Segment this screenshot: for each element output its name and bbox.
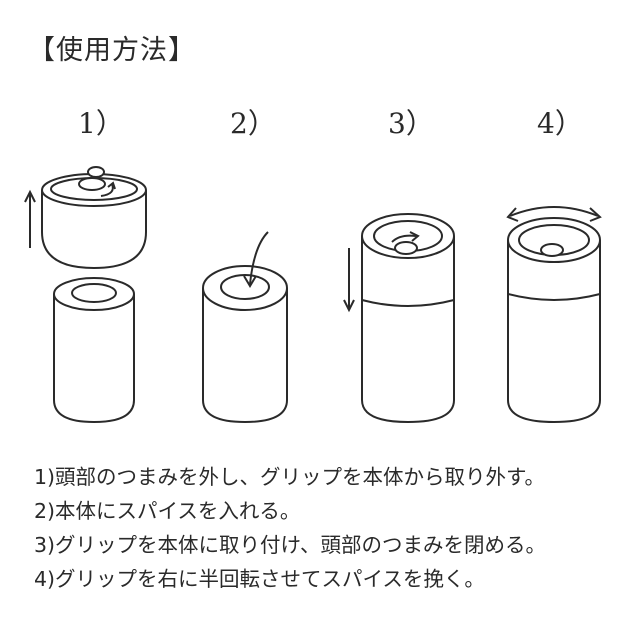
assembled-grinder — [507, 217, 601, 424]
step-number-4: 4） — [537, 107, 583, 140]
step-number-2: 2） — [230, 107, 276, 140]
step-3-illustration — [343, 213, 455, 424]
step-number-3: 3） — [388, 107, 434, 140]
top-knob — [78, 166, 116, 197]
instruction-3: 3)グリップを本体に取り付け、頭部のつまみを閉める。 — [34, 533, 547, 557]
top-knob — [540, 243, 564, 257]
instruction-2: 2)本体にスパイスを入れる。 — [34, 499, 301, 523]
instruction-4: 4)グリップを右に半回転させてスパイスを挽く。 — [34, 567, 485, 591]
body-part — [202, 265, 288, 424]
step-2-illustration — [202, 231, 288, 424]
top-knob — [391, 231, 420, 255]
step-number-1: 1） — [78, 107, 124, 140]
up-arrow-icon — [24, 189, 36, 248]
pour-arrow-icon — [243, 231, 269, 288]
step-1-illustration — [24, 166, 147, 424]
down-arrow-icon — [343, 248, 355, 313]
body-part — [53, 277, 135, 424]
page-title: 【使用方法】 — [28, 35, 196, 66]
instruction-list: 1)頭部のつまみを外し、グリップを本体から取り外す。 2)本体にスパイスを入れる… — [34, 460, 634, 596]
instruction-1: 1)頭部のつまみを外し、グリップを本体から取り外す。 — [34, 465, 545, 489]
rotate-arrow-icon — [506, 206, 602, 222]
step-4-illustration — [506, 206, 602, 424]
assembled-grinder — [361, 213, 455, 424]
